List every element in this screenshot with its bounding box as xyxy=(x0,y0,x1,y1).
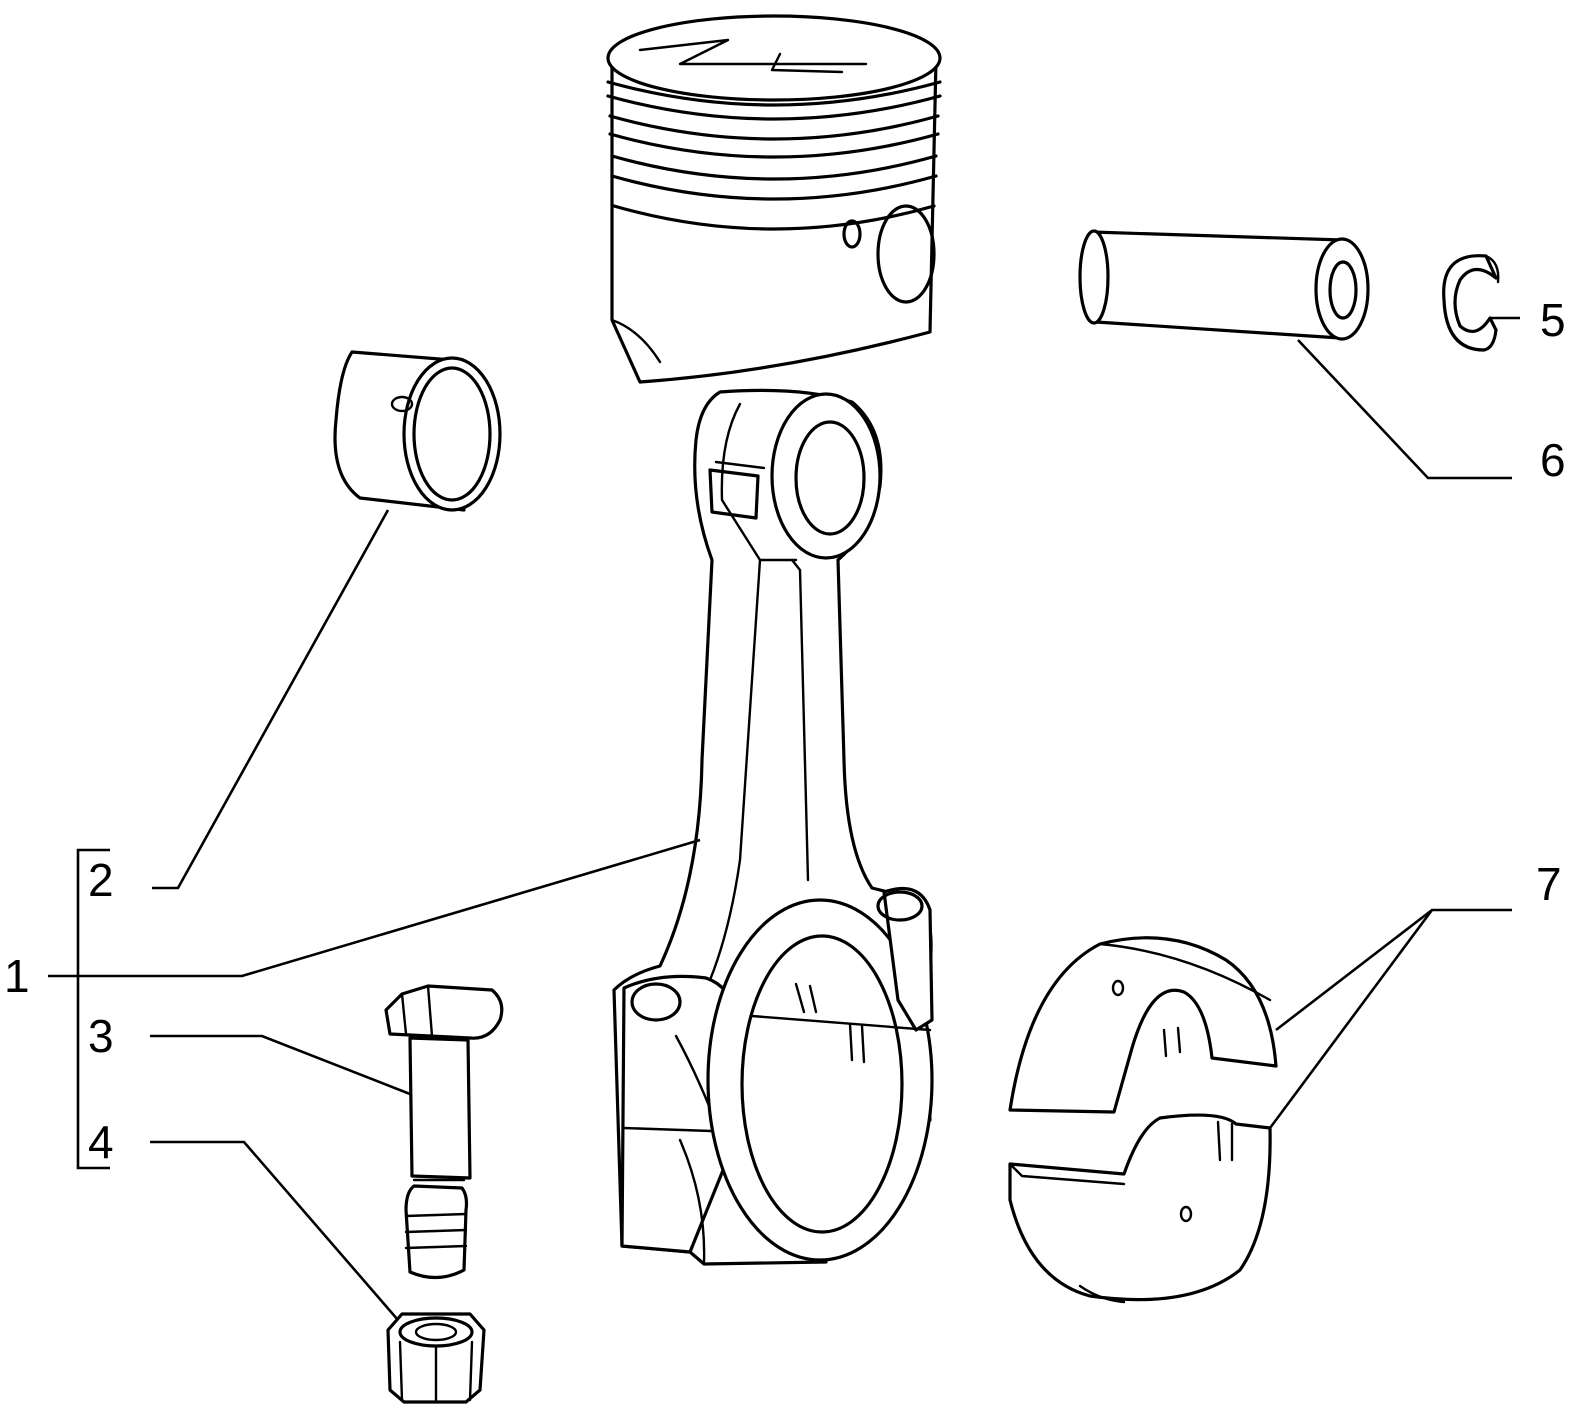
callout-6: 6 xyxy=(1540,434,1566,486)
nut xyxy=(386,1312,486,1404)
callout-7: 7 xyxy=(1536,858,1562,910)
callout-3: 3 xyxy=(88,1010,114,1062)
leader-6 xyxy=(1297,339,1512,480)
bearing-shells xyxy=(1008,936,1278,1304)
callout-2: 2 xyxy=(88,854,114,906)
leader-2 xyxy=(152,509,390,890)
connecting-rod xyxy=(612,388,934,1266)
leader-lines xyxy=(48,316,1520,1321)
circlip xyxy=(1442,254,1500,352)
connecting-rod-bolt xyxy=(384,984,504,1280)
callout-4: 4 xyxy=(88,1116,114,1168)
leader-3 xyxy=(150,1034,411,1096)
group-bracket xyxy=(76,848,110,1170)
callout-5: 5 xyxy=(1540,294,1566,346)
leader-4 xyxy=(150,1140,399,1321)
leader-1 xyxy=(48,838,701,978)
piston-pin xyxy=(1078,229,1370,341)
piston xyxy=(606,14,942,384)
small-end-bushing xyxy=(333,350,502,512)
callout-1: 1 xyxy=(4,950,30,1002)
leader-7 xyxy=(1268,908,1512,1129)
callout-numbers: 1 2 3 4 5 6 7 xyxy=(4,294,1566,1168)
